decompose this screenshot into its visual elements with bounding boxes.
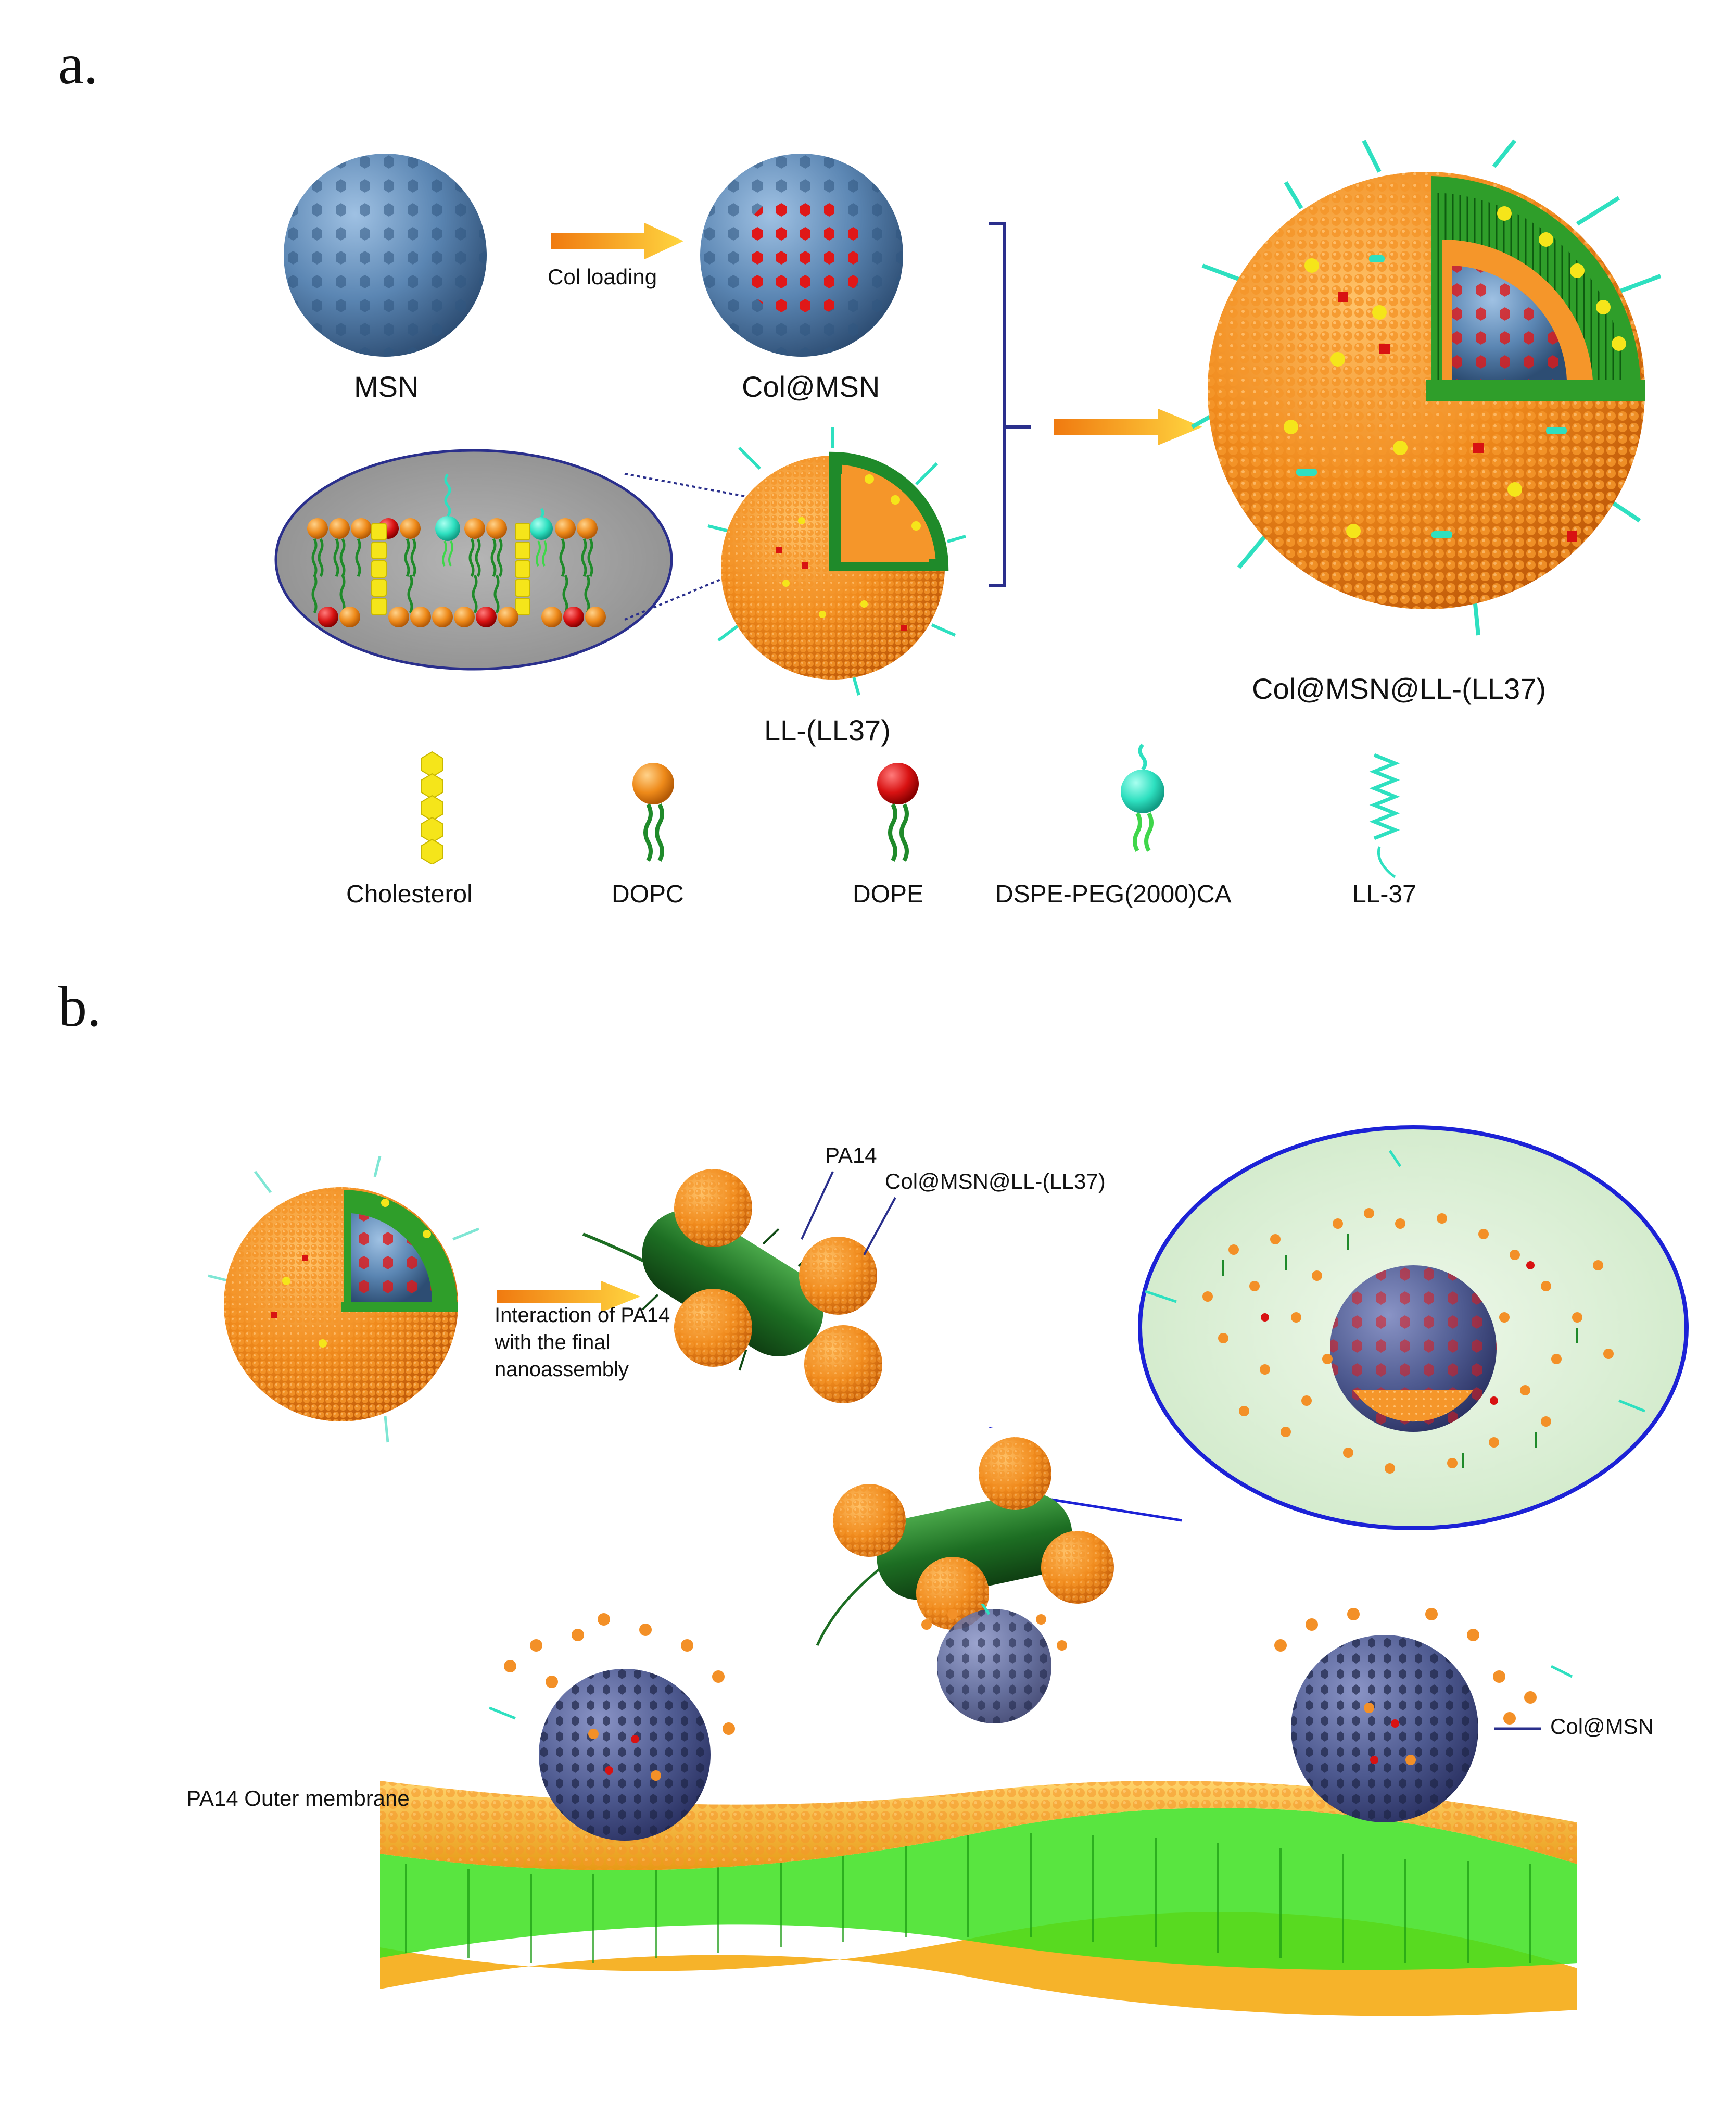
legend-dope-label: DOPE xyxy=(853,880,924,908)
col-msn-label-b: Col@MSN xyxy=(1550,1714,1654,1739)
legend-dspe-peg-label: DSPE-PEG(2000)CA xyxy=(995,880,1232,908)
interaction-label: Interaction of PA14 with the final nanoa… xyxy=(495,1304,670,1381)
outer-membrane-label: PA14 Outer membrane xyxy=(186,1786,410,1810)
bilayer-zoom-ellipse xyxy=(274,449,673,671)
ll37-liposome xyxy=(707,427,966,696)
bilayer-top-heads xyxy=(307,516,598,541)
panel-a-letter: a. xyxy=(58,32,98,96)
legend-dopc-icon xyxy=(632,763,674,862)
combine-bracket xyxy=(989,222,1031,587)
assembly-arrow xyxy=(1054,409,1202,445)
msn-label: MSN xyxy=(354,370,419,403)
legend-dope-icon xyxy=(877,763,919,862)
msn-sphere xyxy=(284,154,487,357)
legend-cholesterol-icon xyxy=(421,751,443,864)
legend-dspe-peg-icon xyxy=(1121,743,1164,852)
col-loading-arrow xyxy=(551,223,683,259)
interaction-arrow xyxy=(497,1281,640,1312)
final-assembly-label: Col@MSN@LL-(LL37) xyxy=(1252,672,1546,705)
panel-b-letter: b. xyxy=(58,975,102,1038)
pa14-outer-membrane xyxy=(380,1604,1577,2016)
ll37-label: LL-(LL37) xyxy=(764,714,891,747)
col-loading-label: Col loading xyxy=(548,265,657,289)
pa14-label: PA14 xyxy=(825,1143,877,1167)
legend-dopc-label: DOPC xyxy=(612,880,684,908)
assembly-label-b: Col@MSN@LL-(LL37) xyxy=(885,1169,1106,1193)
col-msn-label: Col@MSN xyxy=(742,370,880,403)
legend-ll37-label: LL-37 xyxy=(1352,880,1416,908)
assembly-cutaway-sphere xyxy=(208,1156,479,1443)
legend-ll37-icon xyxy=(1369,753,1400,878)
disassembly-zoom-circle xyxy=(1138,1125,1689,1530)
legend-cholesterol-label: Cholesterol xyxy=(346,880,473,908)
bacterium-with-assemblies-1 xyxy=(582,1169,896,1403)
col-msn-sphere xyxy=(700,154,903,357)
final-assembly-sphere xyxy=(1191,139,1662,636)
bacterium-with-assemblies-2 xyxy=(816,1427,1182,1646)
